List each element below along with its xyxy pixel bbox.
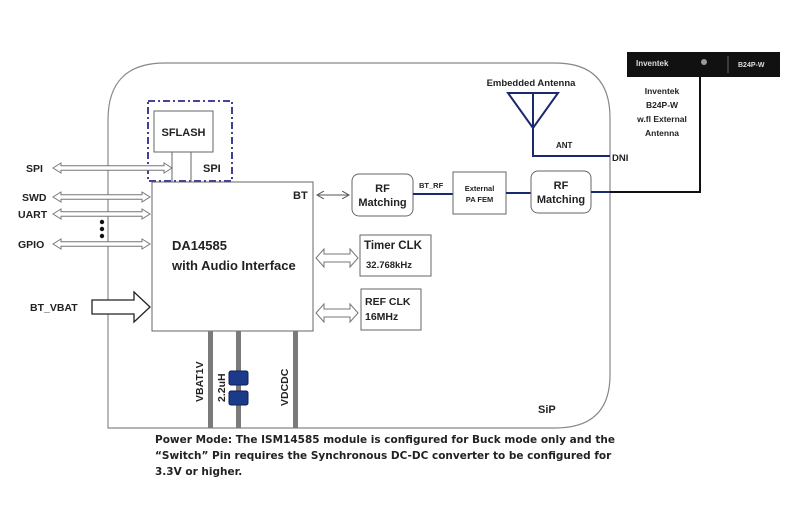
port-label-gpio: GPIO — [18, 239, 44, 251]
timer-clk-title: Timer CLK — [364, 240, 423, 252]
vbat-label: VBAT1V — [194, 361, 206, 402]
antenna-connector-icon — [701, 59, 707, 65]
external-antenna-caption: w.fl External — [636, 114, 687, 124]
ellipsis-dot — [99, 226, 105, 232]
timer-clk-arrow — [315, 247, 359, 269]
port-label-bt-vbat: BT_VBAT — [30, 302, 78, 314]
da14585-block — [151, 181, 314, 332]
external-antenna-caption: Inventek — [645, 86, 680, 96]
dni-label: DNI — [612, 153, 628, 164]
external-antenna-caption: B24P-W — [646, 100, 679, 110]
power-mode-note: Power Mode: The ISM14585 module is confi… — [155, 434, 615, 478]
rf-matching-2-line1: RF — [554, 180, 569, 192]
ref-clk-freq: 16MHz — [365, 311, 398, 323]
rf-matching-1-line1: RF — [375, 183, 390, 195]
pa-fem-block — [452, 171, 507, 215]
ref-clk-arrow — [315, 302, 359, 324]
sflash-block — [153, 110, 214, 153]
rf-matching-1 — [351, 173, 414, 217]
port-label-uart: UART — [18, 209, 48, 221]
port-label-spi: SPI — [26, 163, 43, 175]
ellipsis-dot — [99, 219, 105, 225]
rf-matching-2 — [530, 170, 592, 214]
uart-bus-arrow — [52, 208, 151, 220]
sflash-group-border — [147, 100, 233, 182]
antenna-icon — [506, 92, 610, 157]
sip-outline — [107, 62, 611, 429]
swd-bus-arrow — [52, 191, 151, 203]
external-antenna-caption: Antenna — [645, 128, 679, 138]
external-antenna-brand: Inventek — [636, 59, 669, 68]
vdcdc-label: VDCDC — [279, 368, 291, 406]
vdcdc-pin — [293, 331, 298, 428]
timer-clk-freq: 32.768kHz — [366, 260, 412, 271]
bt-vbat-arrow — [91, 290, 151, 324]
rf-matching-1-line2: Matching — [358, 197, 406, 209]
bt-rf-label: BT_RF — [419, 181, 444, 190]
timer-clk-block — [359, 234, 432, 277]
ant-label: ANT — [556, 141, 573, 150]
inductor-icon — [228, 370, 249, 386]
port-label-swd: SWD — [22, 192, 47, 204]
pa-fem-line2: PA FEM — [466, 195, 494, 204]
spi-bus-arrow — [52, 162, 173, 174]
mcu-subtitle: with Audio Interface — [171, 258, 296, 273]
embedded-antenna-label: Embedded Antenna — [487, 78, 577, 89]
inductor-icon — [228, 390, 249, 406]
external-antenna-model: B24P-W — [738, 62, 765, 69]
ref-clk-title: REF CLK — [365, 296, 411, 308]
ellipsis-dot — [99, 233, 105, 239]
sip-label: SiP — [538, 404, 556, 416]
mcu-name: DA14585 — [172, 238, 227, 253]
pa-fem-line1: External — [465, 184, 495, 193]
vbat-pin — [208, 331, 213, 428]
sflash-spi-label: SPI — [203, 163, 221, 175]
external-antenna-cable — [610, 68, 701, 193]
gpio-bus-arrow — [52, 238, 151, 250]
sflash-label: SFLASH — [162, 127, 206, 139]
inductor-label: 2.2uH — [216, 373, 228, 402]
rf-matching-2-line2: Matching — [537, 194, 585, 206]
bt-label: BT — [293, 190, 308, 202]
ref-clk-block — [360, 288, 422, 331]
